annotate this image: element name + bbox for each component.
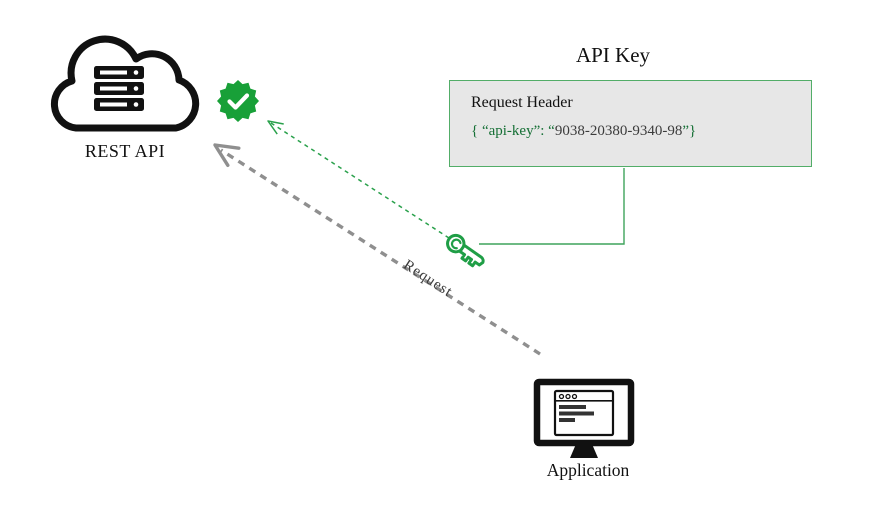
checkmark-icon (227, 93, 250, 110)
application-monitor-icon (533, 378, 635, 458)
rest-api-cloud-icon (50, 35, 200, 132)
code-suffix: ”} (682, 123, 697, 139)
browser-window-icon (553, 389, 615, 437)
code-value: 9038-20380-9340-98 (554, 123, 683, 139)
rest-api-label: REST API (84, 141, 166, 161)
api-key-dashed-arrow (267, 120, 450, 239)
request-header-label: Request Header (471, 94, 573, 111)
request-header-panel: Request Header { “api-key”: “9038-20380-… (449, 80, 812, 167)
code-prefix: { “api-key”: “ (471, 123, 555, 139)
api-key-code: { “api-key”: “9038-20380-9340-98”} (471, 123, 811, 140)
application-label: Application (546, 460, 630, 480)
monitor-stand (570, 444, 598, 458)
api-key-title: API Key (575, 43, 651, 67)
verified-badge-icon (217, 80, 259, 122)
server-rack-icon (94, 66, 144, 111)
api-key-icon (446, 233, 485, 268)
